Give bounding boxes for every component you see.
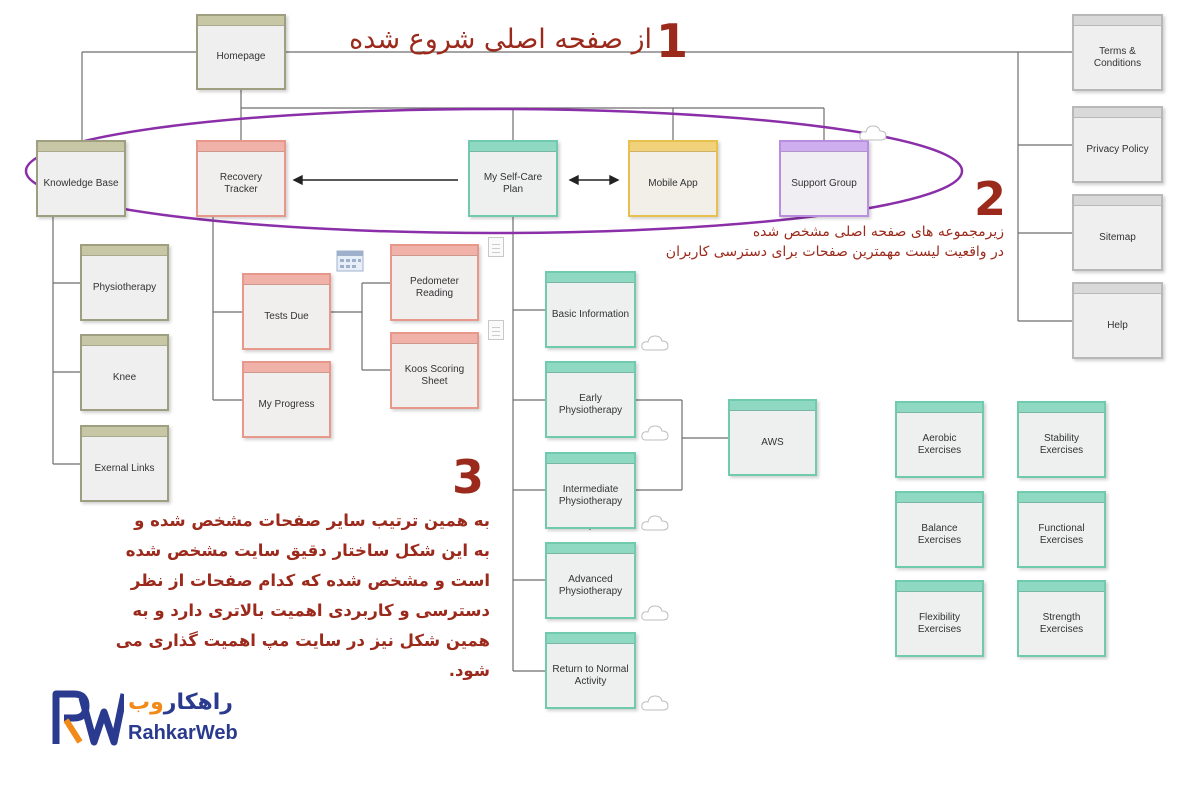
annotation-3-text: به همین ترتیب سایر صفحات مشخص شده و به ا… bbox=[90, 506, 490, 686]
cloud-icon bbox=[641, 335, 669, 351]
node-tests-due: Tests Due bbox=[242, 273, 331, 350]
node-pedometer-reading: Pedometer Reading bbox=[390, 244, 479, 321]
annotation-3-line: به این شکل ساختار دقیق سایت مشخص شده bbox=[125, 541, 490, 560]
node-support-group: Support Group bbox=[779, 140, 869, 217]
node-label: Koos Scoring Sheet bbox=[404, 363, 465, 387]
node-label: Strength Exercises bbox=[1039, 611, 1084, 635]
annotation-3-line: دسترسی و کاربردی اهمیت بالاتری دارد و به bbox=[132, 601, 490, 620]
annotation-3-line: به همین ترتیب سایر صفحات مشخص شده و bbox=[134, 511, 490, 530]
node-physiotherapy: Physiotherapy bbox=[80, 244, 169, 321]
node-recovery-tracker: Recovery Tracker bbox=[196, 140, 286, 217]
document-icon bbox=[488, 237, 504, 257]
node-terms: Terms & Conditions bbox=[1072, 14, 1163, 91]
node-label: Privacy Policy bbox=[1086, 143, 1149, 155]
node-label: Flexibility Exercises bbox=[917, 611, 962, 635]
node-label: Support Group bbox=[791, 177, 857, 189]
node-strength-exercises: Strength Exercises bbox=[1017, 580, 1106, 657]
node-label: Balance Exercises bbox=[917, 522, 962, 546]
node-early-physiotherapy: Early Physiotherapy bbox=[545, 361, 636, 438]
node-aws: AWS bbox=[728, 399, 817, 476]
node-label: Functional Exercises bbox=[1038, 522, 1085, 546]
node-label: Early Physiotherapy bbox=[558, 392, 623, 416]
annotation-2-line-1: زیرمجموعه های صفحه اصلی مشخص شده bbox=[752, 224, 1004, 240]
cloud-icon bbox=[641, 695, 669, 711]
annotation-3-number: 3 bbox=[452, 450, 485, 504]
node-label: Mobile App bbox=[648, 177, 698, 189]
logo-fa-blue: راهکار bbox=[163, 690, 233, 715]
node-label: Knee bbox=[112, 371, 137, 383]
calendar-icon bbox=[336, 250, 364, 272]
cloud-icon bbox=[641, 425, 669, 441]
cloud-icon bbox=[641, 515, 669, 531]
node-knee: Knee bbox=[80, 334, 169, 411]
node-label: Help bbox=[1107, 319, 1128, 331]
node-mobile-app: Mobile App bbox=[628, 140, 718, 217]
node-label: My Self-Care Plan bbox=[483, 171, 543, 195]
annotation-3-line: همین شکل نیز در سایت مپ اهمیت گذاری می bbox=[115, 631, 490, 650]
node-label: Pedometer Reading bbox=[410, 275, 459, 299]
node-homepage: Homepage bbox=[196, 14, 286, 90]
logo-fa-orange: وب bbox=[128, 690, 164, 715]
annotation-3-line: شود. bbox=[448, 661, 490, 680]
node-label: Exernal Links bbox=[94, 462, 155, 474]
node-knowledge-base: Knowledge Base bbox=[36, 140, 126, 217]
node-advanced-physiotherapy: Advanced Physiotherapy bbox=[545, 542, 636, 619]
node-koos-scoring-sheet: Koos Scoring Sheet bbox=[390, 332, 479, 409]
node-label: Advanced Physiotherapy bbox=[558, 573, 623, 597]
node-sitemap: Sitemap bbox=[1072, 194, 1163, 271]
logo-persian-text: راهکاروب bbox=[128, 690, 233, 715]
node-privacy-policy: Privacy Policy bbox=[1072, 106, 1163, 183]
node-return-to-normal-activity: Return to Normal Activity bbox=[545, 632, 636, 709]
node-external-links: Exernal Links bbox=[80, 425, 169, 502]
node-label: Intermediate Physiotherapy bbox=[558, 483, 623, 507]
node-balance-exercises: Balance Exercises bbox=[895, 491, 984, 568]
node-aerobic-exercises: Aerobic Exercises bbox=[895, 401, 984, 478]
node-my-progress: My Progress bbox=[242, 361, 331, 438]
cloud-icon bbox=[859, 125, 887, 141]
node-label: Homepage bbox=[216, 51, 266, 62]
node-label: Knowledge Base bbox=[43, 177, 119, 189]
node-self-care-plan: My Self-Care Plan bbox=[468, 140, 558, 217]
annotation-1-text: از صفحه اصلی شروع شده bbox=[349, 24, 652, 55]
node-label: Basic Information bbox=[551, 308, 630, 320]
cloud-icon bbox=[641, 605, 669, 621]
annotation-2-line-2: در واقعیت لیست مهمترین صفحات برای دسترسی… bbox=[665, 244, 1004, 260]
node-label: Sitemap bbox=[1099, 231, 1136, 243]
node-help: Help bbox=[1072, 282, 1163, 359]
node-label: Aerobic Exercises bbox=[917, 432, 962, 456]
annotation-3-line: است و مشخص شده که کدام صفحات از نظر bbox=[130, 571, 490, 590]
node-label: Return to Normal Activity bbox=[552, 663, 629, 687]
node-label: Stability Exercises bbox=[1039, 432, 1084, 456]
node-intermediate-physiotherapy: Intermediate Physiotherapy bbox=[545, 452, 636, 529]
node-functional-exercises: Functional Exercises bbox=[1017, 491, 1106, 568]
node-stability-exercises: Stability Exercises bbox=[1017, 401, 1106, 478]
highlight-ellipse bbox=[24, 107, 964, 235]
node-basic-information: Basic Information bbox=[545, 271, 636, 348]
node-label: Physiotherapy bbox=[92, 281, 157, 293]
rahkarweb-logo-mark bbox=[52, 690, 124, 746]
document-icon bbox=[488, 320, 504, 340]
node-label: AWS bbox=[761, 436, 784, 448]
node-label: My Progress bbox=[258, 398, 315, 410]
node-label: Terms & Conditions bbox=[1093, 45, 1142, 69]
node-label: Recovery Tracker bbox=[219, 171, 263, 195]
annotation-2-number: 2 bbox=[974, 172, 1007, 226]
node-label: Tests Due bbox=[264, 310, 309, 322]
node-flexibility-exercises: Flexibility Exercises bbox=[895, 580, 984, 657]
annotation-1-number: 1 bbox=[656, 14, 689, 68]
logo-english-text: RahkarWeb bbox=[128, 722, 238, 744]
annotation-2-text: زیرمجموعه های صفحه اصلی مشخص شده در واقع… bbox=[600, 222, 1004, 262]
